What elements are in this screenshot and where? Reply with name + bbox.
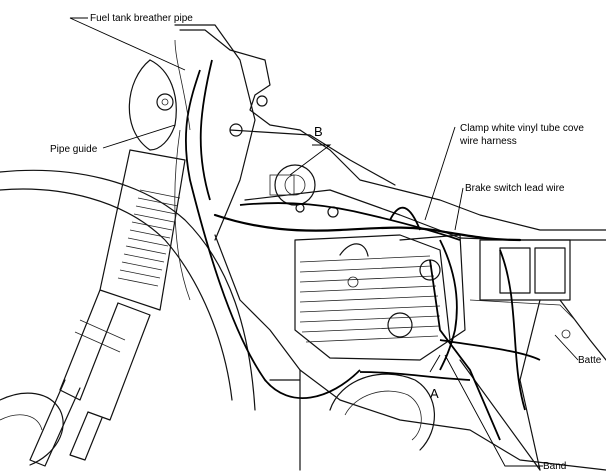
label-clamp-line1: Clamp white vinyl tube cove <box>460 123 584 134</box>
battery-box <box>469 239 576 339</box>
label-battery: Batte <box>578 355 602 366</box>
label-brake-switch-lead-wire: Brake switch lead wire <box>465 183 565 194</box>
label-a: A <box>430 386 439 401</box>
engine <box>294 234 466 361</box>
label-b: B <box>314 124 323 139</box>
label-clamp-line2: wire harness <box>459 136 517 147</box>
leader-lines <box>69 17 579 467</box>
label-fuel-tank-breather-pipe: Fuel tank breather pipe <box>90 13 193 24</box>
label-pipe-guide: Pipe guide <box>50 144 98 155</box>
wire-harness <box>174 39 541 441</box>
label-band: Band <box>543 461 566 472</box>
frame <box>179 29 606 471</box>
diagram-labels: Fuel tank breather pipe Pipe guide B Cla… <box>50 13 602 472</box>
ignition-coil <box>269 164 339 218</box>
front-fork <box>29 24 256 467</box>
front-wheel <box>0 169 256 466</box>
headlight <box>128 59 177 151</box>
